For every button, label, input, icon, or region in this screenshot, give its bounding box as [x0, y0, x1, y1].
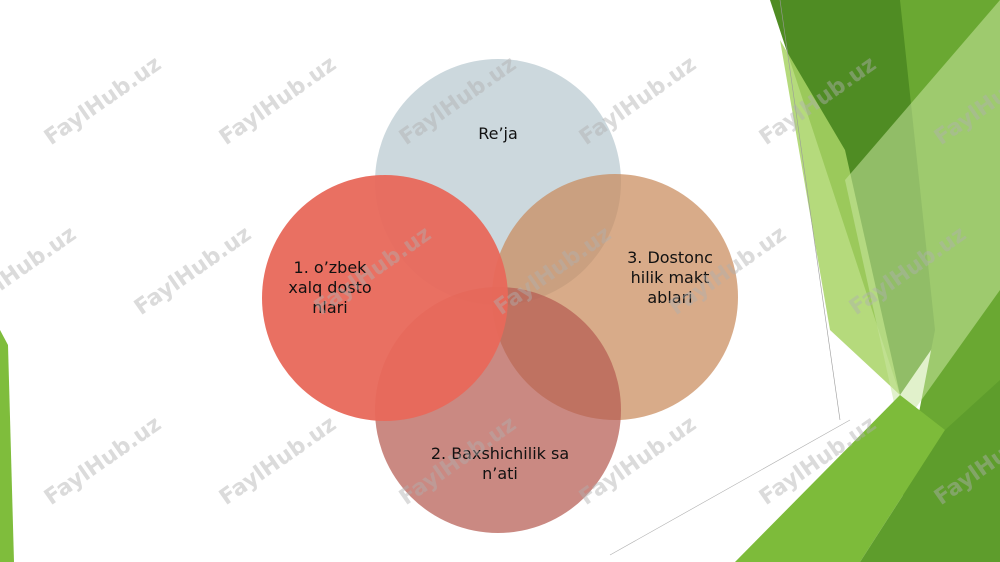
right-green-panel-bottom-dark — [860, 380, 1000, 562]
circle-right-label: 3. Dostonchilik maktablari — [627, 248, 713, 307]
thin-line-2 — [609, 419, 851, 556]
circle-left — [262, 175, 508, 421]
right-green-panel-pale — [845, 0, 1000, 430]
circle-top-label: Re’ja — [478, 124, 518, 143]
thin-line-1 — [779, 0, 841, 421]
left-green-shape — [0, 330, 14, 562]
right-green-panel-bottom — [735, 395, 945, 562]
circle-bottom-label: 2. Baxshichilik san’ati — [430, 444, 570, 483]
right-green-panel-light — [780, 40, 900, 395]
circle-left-label: 1. o’zbek xalq dostonlari — [288, 258, 372, 317]
